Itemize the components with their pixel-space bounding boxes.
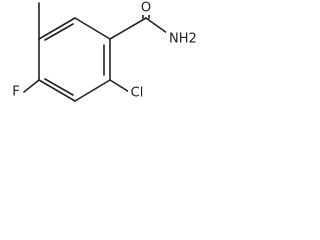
chlorine-label-group: Cl — [128, 86, 146, 101]
bond-ring-to-carbonyl-carbon — [109, 17, 147, 40]
bond-ring-to-fluorine — [23, 79, 40, 93]
chlorine-atom-label: Cl — [131, 86, 144, 101]
ring-bond-c2-c3 — [74, 79, 111, 102]
fluorine-atom-label: F — [12, 85, 19, 100]
ring-bond-c3-c4 — [38, 79, 76, 102]
oxygen-label-group: O — [140, 1, 152, 16]
benzene-ring — [38, 17, 111, 102]
ring-bond-c5-c6 — [38, 17, 76, 40]
bond-ring-to-chlorine — [109, 79, 132, 94]
ring-double-bond-inner-3 — [44, 23, 74, 41]
ring-bond-c6-c1 — [74, 17, 111, 40]
oxygen-atom-label: O — [141, 1, 151, 16]
fluorine-label-group: F — [10, 85, 22, 100]
ring-double-bond-inner-2 — [44, 78, 74, 96]
chemical-structure-diagram: O NH2 F Cl — [10, 1, 200, 102]
amide-nh2-label: NH2 — [169, 32, 197, 47]
amide-label-group: NH2 — [166, 31, 200, 47]
